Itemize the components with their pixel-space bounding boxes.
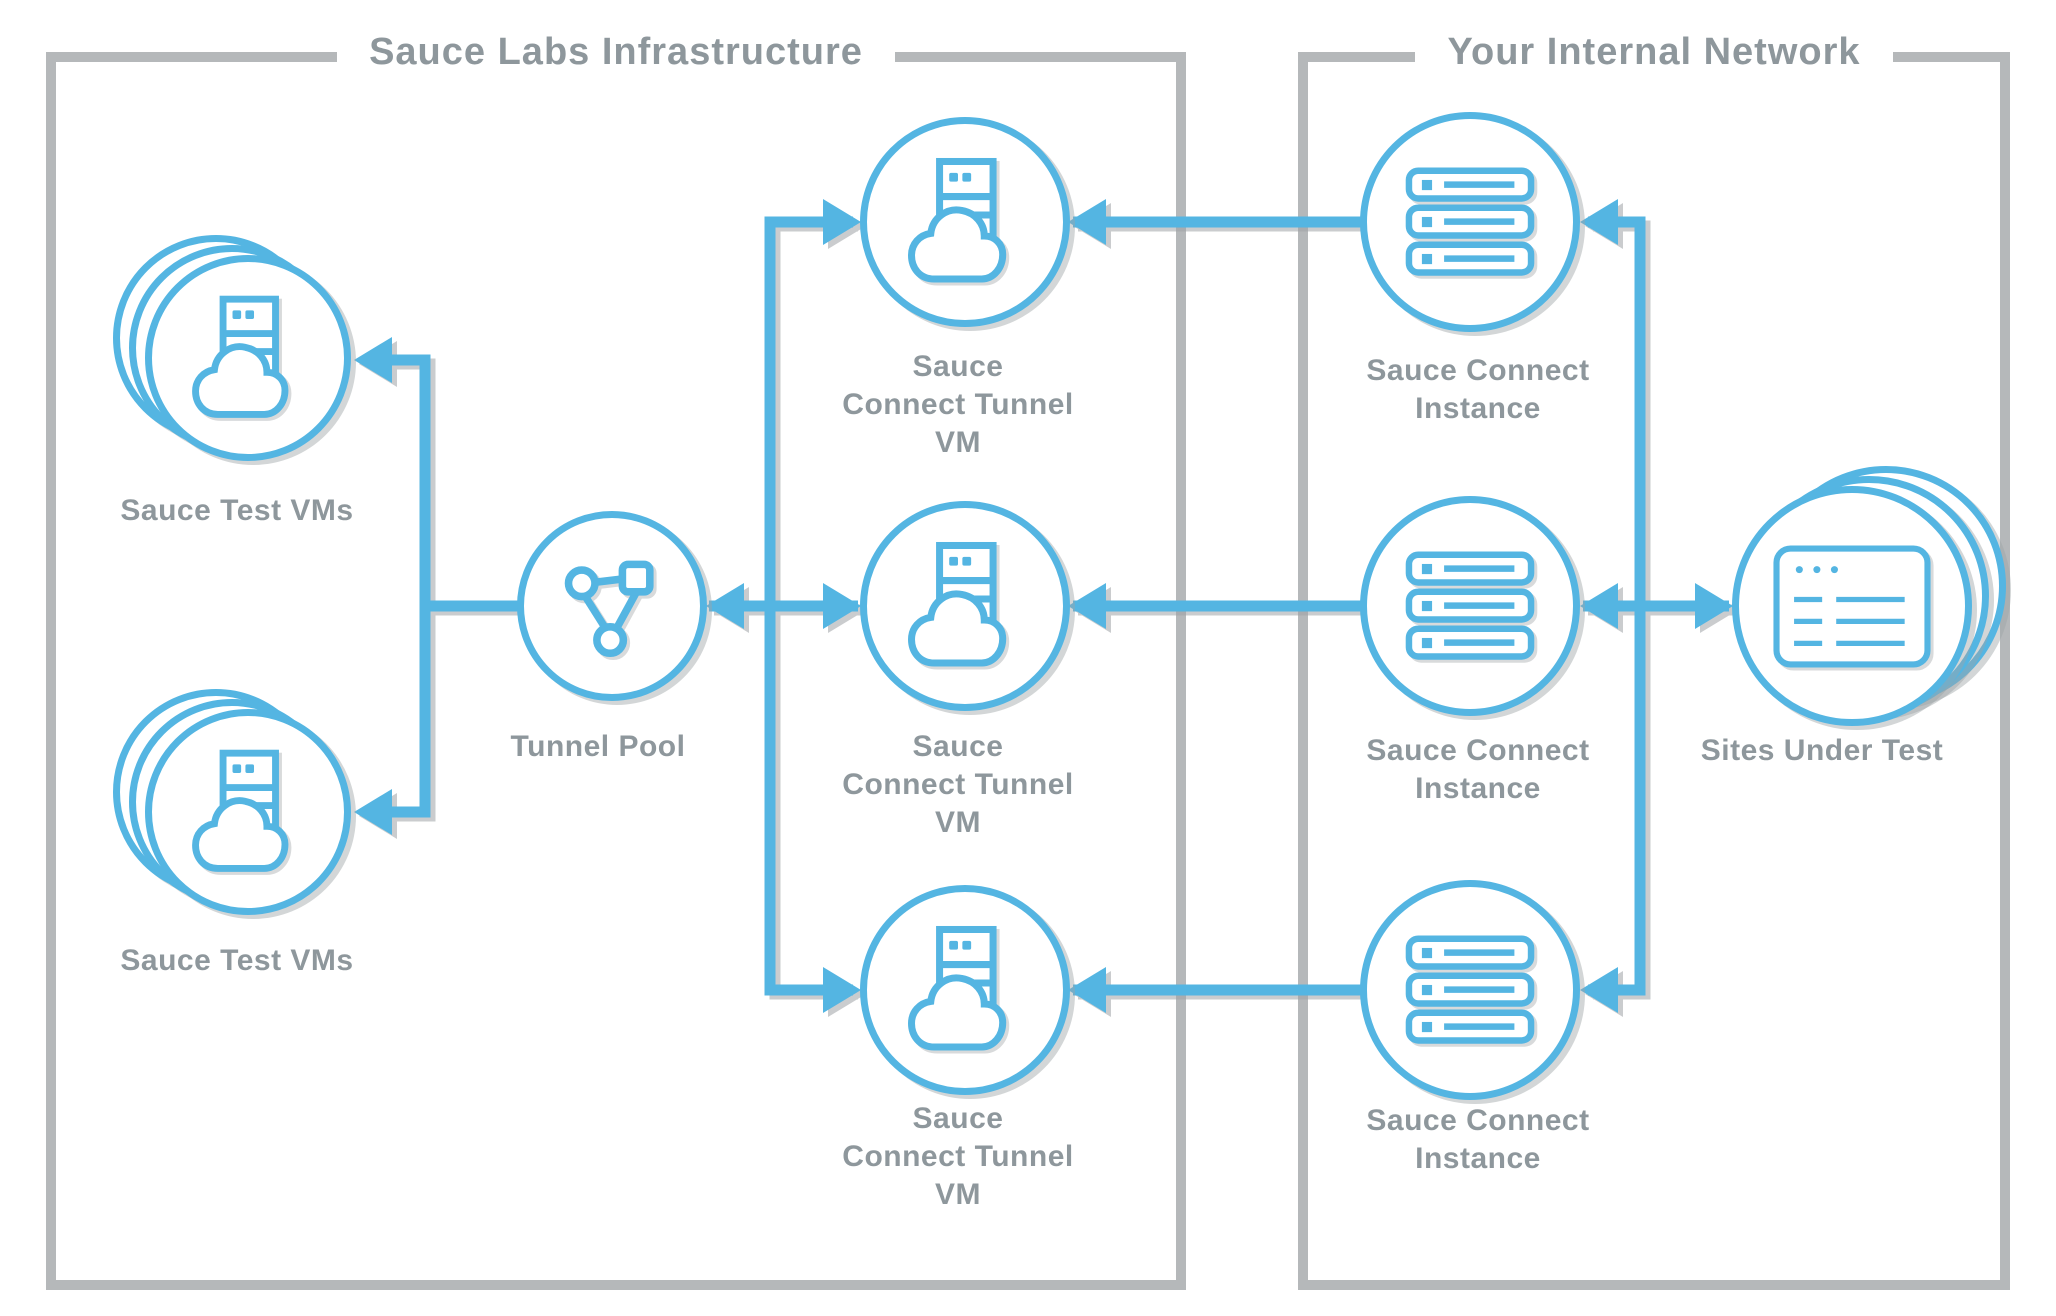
label-sauce-connect-tunnel-vm-bottom: Sauce Connect Tunnel VM	[842, 1102, 1074, 1211]
arrowhead-into-test-vms-top	[354, 337, 392, 383]
node-tunnel-pool	[517, 511, 707, 701]
cloud-server-icon	[908, 540, 1022, 672]
cloud-server-icon	[908, 924, 1022, 1056]
arrowhead-into-test-vms-bottom	[354, 789, 392, 835]
node-sauce-test-vms-top	[113, 235, 351, 461]
arrowhead-into-tunnel-vm-top	[823, 199, 861, 245]
cloud-server-icon	[908, 156, 1022, 288]
node-sites-under-test	[1732, 466, 2006, 726]
internal-network-box-title: Your Internal Network	[1298, 31, 2010, 74]
left-bracket-line	[372, 354, 431, 818]
label-sauce-connect-instance-bottom: Sauce Connect Instance	[1366, 1104, 1590, 1175]
stacked-circle-front	[145, 255, 351, 461]
connector-tunnel-pool-to-test-vms	[372, 354, 519, 818]
stacked-circle-front	[1732, 486, 1972, 726]
node-sauce-test-vms-bottom	[113, 689, 351, 915]
sauce-labs-box-title: Sauce Labs Infrastructure	[46, 31, 1186, 74]
browser-window-icon	[1773, 545, 1931, 668]
label-sauce-test-vms-bottom: Sauce Test VMs	[120, 944, 354, 977]
arrowhead-into-instance-mid	[1580, 583, 1618, 629]
node-sauce-connect-tunnel-vm-top	[860, 117, 1070, 327]
server-rack-icon	[1405, 551, 1535, 662]
node-sauce-connect-tunnel-vm-bottom	[860, 885, 1070, 1095]
cloud-server-icon	[192, 294, 304, 423]
node-sauce-connect-instance-bottom	[1360, 880, 1580, 1100]
label-sites-under-test: Sites Under Test	[1700, 734, 1944, 767]
label-sauce-connect-instance-mid: Sauce Connect Instance	[1366, 734, 1590, 805]
node-sauce-connect-instance-top	[1360, 112, 1580, 332]
arrowhead-into-tunnel-vm-mid	[823, 583, 861, 629]
connector-instances-to-tunnel-vms	[1073, 216, 1363, 996]
label-sauce-test-vms-top: Sauce Test VMs	[120, 494, 354, 527]
mid-bracket-line	[764, 216, 853, 996]
arrowhead-row3-into-tunnel-vm	[1068, 967, 1106, 1013]
label-sauce-connect-tunnel-vm-mid: Sauce Connect Tunnel VM	[842, 730, 1074, 839]
server-rack-icon	[1405, 167, 1535, 278]
arrowhead-into-tunnel-vm-bottom	[823, 967, 861, 1013]
internal-network-box-title-text: Your Internal Network	[1415, 31, 1893, 73]
arrowhead-into-instance-bottom	[1580, 967, 1618, 1013]
sauce-labs-box-title-text: Sauce Labs Infrastructure	[337, 31, 895, 73]
network-nodes-icon	[560, 554, 664, 658]
label-sauce-connect-tunnel-vm-top: Sauce Connect Tunnel VM	[842, 350, 1074, 459]
stacked-circle-front	[145, 709, 351, 915]
arrowhead-into-sites	[1695, 583, 1733, 629]
arrowhead-into-tunnel-pool	[706, 583, 744, 629]
cloud-server-icon	[192, 748, 304, 877]
label-tunnel-pool: Tunnel Pool	[510, 730, 686, 763]
node-sauce-connect-tunnel-vm-mid	[860, 501, 1070, 711]
arrowhead-row2-into-tunnel-vm	[1068, 583, 1106, 629]
node-sauce-connect-instance-mid	[1360, 496, 1580, 716]
arrowhead-into-instance-top	[1580, 199, 1618, 245]
label-sauce-connect-instance-top: Sauce Connect Instance	[1366, 354, 1590, 425]
arrowhead-row1-into-tunnel-vm	[1068, 199, 1106, 245]
arrowheads	[354, 199, 1733, 1013]
server-rack-icon	[1405, 935, 1535, 1046]
